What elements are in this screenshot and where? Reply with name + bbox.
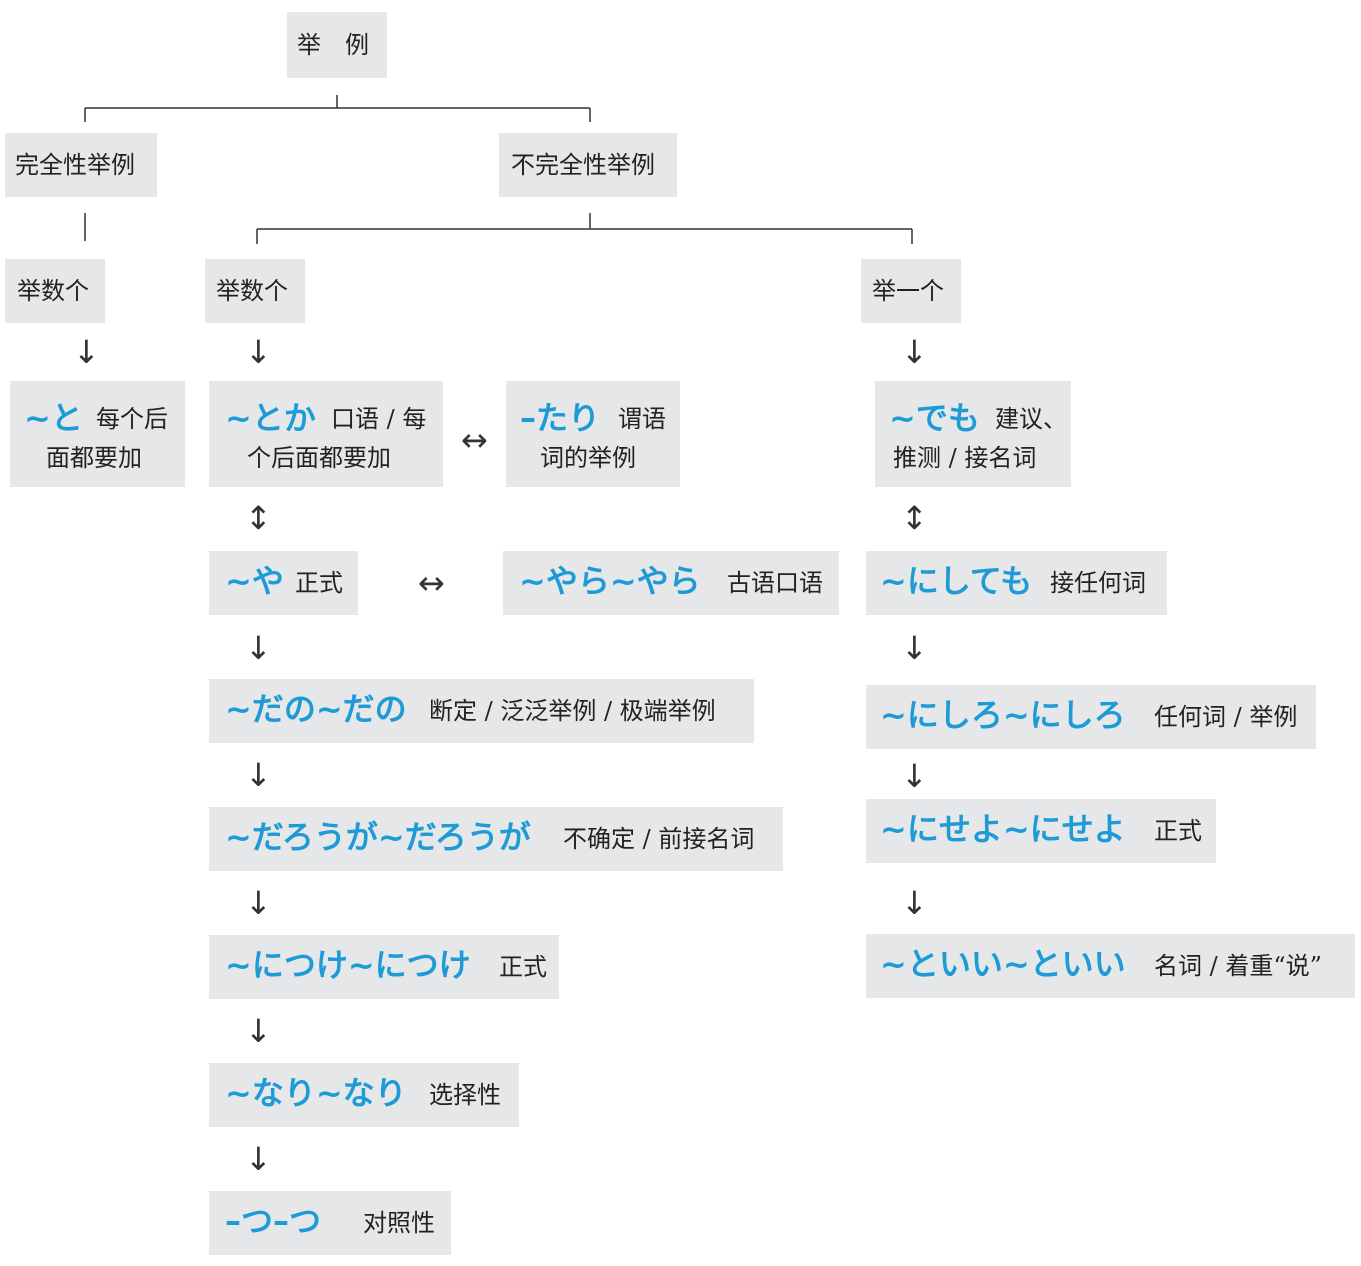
to-note-1: 每个后 bbox=[96, 405, 168, 433]
complete-example-label: 完全性举例 bbox=[15, 151, 135, 179]
complete-example-node: 完全性举例 bbox=[5, 133, 157, 197]
toii-node: ~といい~といい 名词 / 着重“说” bbox=[866, 934, 1355, 998]
tsu-note: 对照性 bbox=[363, 1209, 435, 1237]
darouga-note: 不确定 / 前接名词 bbox=[563, 825, 755, 853]
down-arrow: ↓ bbox=[901, 629, 928, 667]
down-arrow: ↓ bbox=[73, 333, 100, 371]
nishiro-expression: ~にしろ~にしろ bbox=[880, 696, 1126, 734]
demo-note-1: 建议、 bbox=[995, 405, 1067, 433]
yara-expression: ~やら~やら bbox=[519, 562, 701, 600]
niseyo-note: 正式 bbox=[1154, 817, 1202, 845]
ya-note: 正式 bbox=[295, 569, 343, 597]
darouga-expression: ~だろうが~だろうが bbox=[225, 818, 531, 856]
nishiro-note: 任何词 / 举例 bbox=[1154, 703, 1298, 731]
demo-note-2: 推测 / 接名词 bbox=[893, 444, 1037, 472]
nari-expression: ~なり~なり bbox=[225, 1074, 407, 1112]
down-arrow: ↓ bbox=[245, 1140, 272, 1178]
leftright-arrow: ↔ bbox=[461, 421, 488, 459]
down-arrow: ↓ bbox=[245, 1012, 272, 1050]
tari-expression: –たり bbox=[520, 399, 601, 437]
down-arrow: ↓ bbox=[901, 884, 928, 922]
nishitemo-note: 接任何词 bbox=[1050, 569, 1146, 597]
tsu-expression: –つ–つ bbox=[225, 1202, 322, 1240]
to-expression: ~と bbox=[24, 399, 83, 437]
to-note-2: 面都要加 bbox=[46, 444, 142, 472]
nitsuke-node: ~につけ~につけ 正式 bbox=[209, 935, 559, 999]
down-arrow: ↓ bbox=[901, 333, 928, 371]
updown-arrow: ↕ bbox=[901, 499, 928, 537]
toka-note-2: 个后面都要加 bbox=[247, 444, 391, 472]
demo-expression: ~でも bbox=[889, 399, 980, 437]
tari-node: –たり 谓语 词的举例 bbox=[506, 381, 680, 487]
nitsuke-expression: ~につけ~につけ bbox=[225, 946, 471, 984]
incomplete-single-node: 举一个 bbox=[861, 259, 961, 323]
nishiro-node: ~にしろ~にしろ 任何词 / 举例 bbox=[866, 685, 1316, 749]
niseyo-expression: ~にせよ~にせよ bbox=[880, 810, 1126, 848]
root-node: 举 例 bbox=[287, 12, 387, 78]
tari-note-2: 词的举例 bbox=[540, 444, 636, 472]
incomplete-multi-label: 举数个 bbox=[216, 277, 288, 305]
dano-expression: ~だの~だの bbox=[225, 690, 407, 728]
toka-note-1: 口语 / 每 bbox=[331, 405, 427, 433]
down-arrow: ↓ bbox=[245, 629, 272, 667]
yara-note: 古语口语 bbox=[727, 569, 823, 597]
nitsuke-note: 正式 bbox=[499, 953, 547, 981]
dano-node: ~だの~だの 断定 / 泛泛举例 / 极端举例 bbox=[209, 679, 754, 743]
nari-note: 选择性 bbox=[429, 1081, 501, 1109]
complete-multi-label: 举数个 bbox=[17, 277, 89, 305]
incomplete-multi-node: 举数个 bbox=[205, 259, 305, 323]
nari-node: ~なり~なり 选择性 bbox=[209, 1063, 519, 1127]
toii-note: 名词 / 着重“说” bbox=[1154, 952, 1322, 980]
down-arrow: ↓ bbox=[901, 757, 928, 795]
to-node: ~と 每个后 面都要加 bbox=[10, 381, 185, 487]
leftright-arrow: ↔ bbox=[418, 564, 445, 602]
updown-arrow: ↕ bbox=[245, 499, 272, 537]
yara-node: ~やら~やら 古语口语 bbox=[503, 551, 839, 615]
toii-expression: ~といい~といい bbox=[880, 945, 1126, 983]
demo-node: ~でも 建议、 推测 / 接名词 bbox=[875, 381, 1071, 487]
toka-expression: ~とか bbox=[225, 399, 316, 437]
tari-note-1: 谓语 bbox=[618, 405, 666, 433]
darouga-node: ~だろうが~だろうが 不确定 / 前接名词 bbox=[209, 807, 783, 871]
incomplete-example-label: 不完全性举例 bbox=[511, 151, 655, 179]
ya-expression: ~や bbox=[225, 562, 284, 600]
down-arrow: ↓ bbox=[245, 333, 272, 371]
down-arrow: ↓ bbox=[245, 884, 272, 922]
complete-multi-node: 举数个 bbox=[5, 259, 105, 323]
incomplete-single-label: 举一个 bbox=[872, 277, 944, 305]
dano-note: 断定 / 泛泛举例 / 极端举例 bbox=[429, 697, 716, 725]
root-label: 举 例 bbox=[297, 31, 369, 59]
ya-node: ~や 正式 bbox=[209, 551, 358, 615]
tsu-node: –つ–つ 对照性 bbox=[209, 1191, 451, 1255]
nishitemo-node: ~にしても 接任何词 bbox=[866, 551, 1167, 615]
niseyo-node: ~にせよ~にせよ 正式 bbox=[866, 799, 1216, 863]
incomplete-example-node: 不完全性举例 bbox=[499, 133, 677, 197]
down-arrow: ↓ bbox=[245, 756, 272, 794]
toka-node: ~とか 口语 / 每 个后面都要加 bbox=[209, 381, 443, 487]
nishitemo-expression: ~にしても bbox=[880, 562, 1033, 600]
